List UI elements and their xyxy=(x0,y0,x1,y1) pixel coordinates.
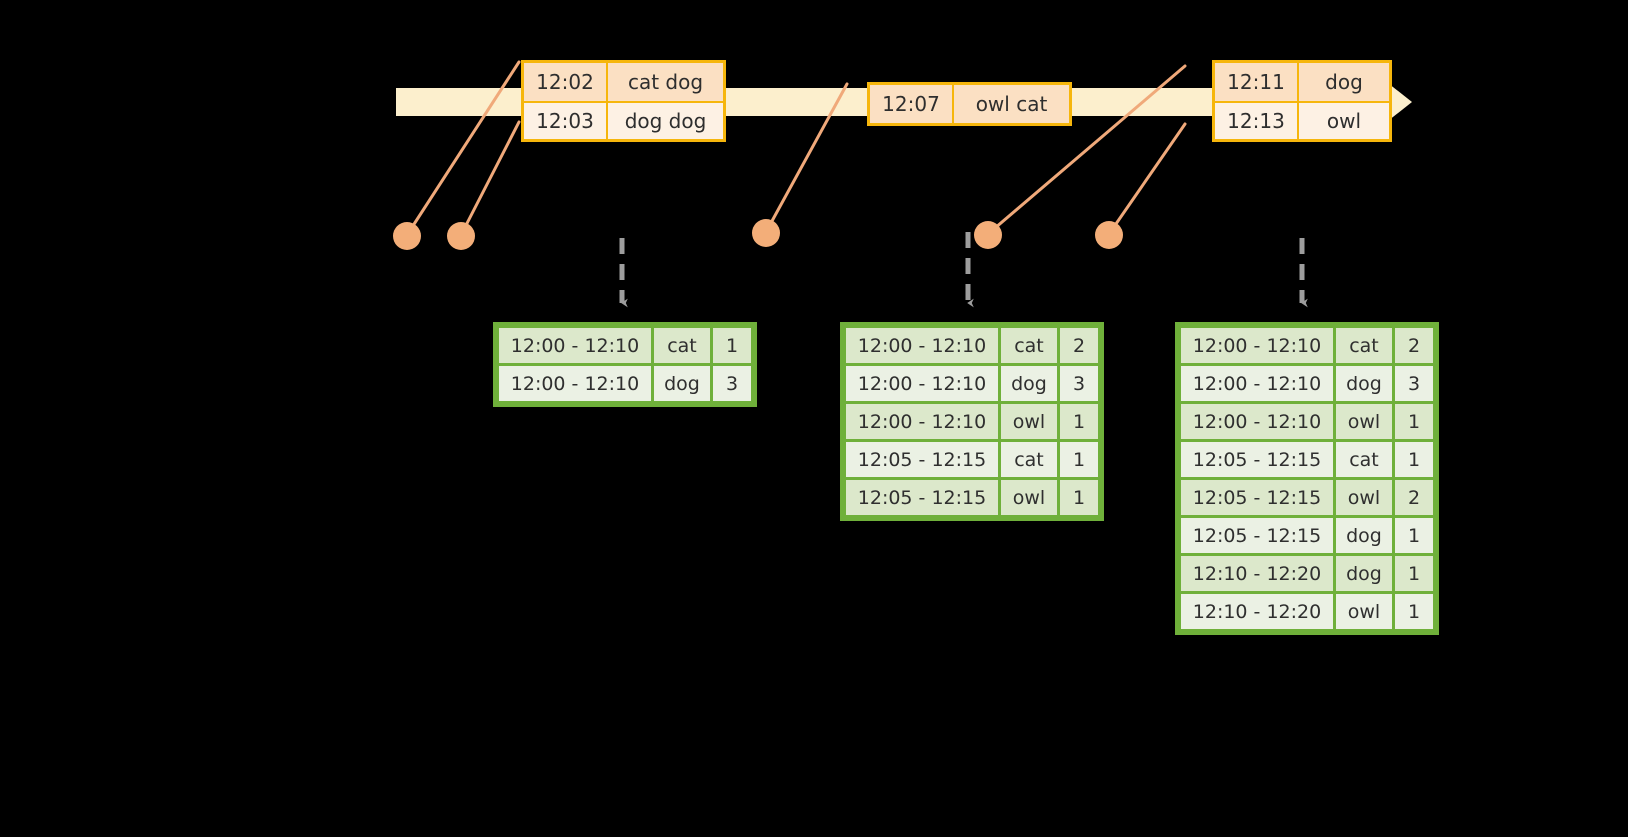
connector-line-3 xyxy=(764,82,849,234)
cell-count: 2 xyxy=(1395,328,1433,363)
event-row[interactable]: 12:11 dog xyxy=(1215,63,1389,101)
cell-key: dog xyxy=(654,366,710,401)
cell-key: owl xyxy=(1336,480,1392,515)
cell-window: 12:00 - 12:10 xyxy=(1181,404,1333,439)
cell-count: 2 xyxy=(1395,480,1433,515)
cell-window: 12:00 - 12:10 xyxy=(499,366,651,401)
table-row[interactable]: 12:00 - 12:10 cat 1 xyxy=(499,328,751,363)
event-dot-4 xyxy=(974,221,1002,249)
cell-count: 1 xyxy=(713,328,751,363)
cell-count: 1 xyxy=(1395,518,1433,553)
event-dot-2 xyxy=(447,222,475,250)
event-dots xyxy=(393,219,1123,250)
result-table-2[interactable]: 12:00 - 12:10 cat 2 12:00 - 12:10 dog 3 … xyxy=(840,322,1104,521)
event-dot-1 xyxy=(393,222,421,250)
table-row[interactable]: 12:00 - 12:10 owl 1 xyxy=(846,404,1098,439)
event-payload: dog xyxy=(1325,70,1363,94)
cell-key: dog xyxy=(1336,366,1392,401)
event-row[interactable]: 12:13 owl xyxy=(1215,101,1389,139)
event-row[interactable]: 12:03 dog dog xyxy=(524,101,723,139)
event-row[interactable]: 12:07 owl cat xyxy=(870,85,1069,123)
cell-window: 12:05 - 12:15 xyxy=(1181,442,1333,477)
result-table-3[interactable]: 12:00 - 12:10 cat 2 12:00 - 12:10 dog 3 … xyxy=(1175,322,1439,635)
cell-count: 1 xyxy=(1060,404,1098,439)
event-time: 12:13 xyxy=(1215,103,1299,139)
table-row[interactable]: 12:05 - 12:15 owl 2 xyxy=(1181,480,1433,515)
cell-window: 12:05 - 12:15 xyxy=(1181,518,1333,553)
cell-count: 2 xyxy=(1060,328,1098,363)
event-box-group-2[interactable]: 12:07 owl cat xyxy=(867,82,1072,126)
cell-key: cat xyxy=(1001,328,1057,363)
cell-window: 12:00 - 12:10 xyxy=(846,366,998,401)
cell-window: 12:05 - 12:15 xyxy=(1181,480,1333,515)
cell-count: 1 xyxy=(1395,556,1433,591)
cell-key: cat xyxy=(1336,442,1392,477)
event-time: 12:11 xyxy=(1215,63,1299,101)
event-time: 12:07 xyxy=(870,85,954,123)
event-payload: owl cat xyxy=(975,92,1048,116)
cell-count: 1 xyxy=(1395,594,1433,629)
event-payload: dog dog xyxy=(624,109,707,133)
cell-window: 12:05 - 12:15 xyxy=(846,480,998,515)
cell-key: owl xyxy=(1001,404,1057,439)
event-time: 12:02 xyxy=(524,63,608,101)
cell-key: cat xyxy=(1336,328,1392,363)
event-dot-5 xyxy=(1095,221,1123,249)
cell-window: 12:00 - 12:10 xyxy=(499,328,651,363)
table-row[interactable]: 12:00 - 12:10 dog 3 xyxy=(1181,366,1433,401)
connector-line-2 xyxy=(459,120,521,237)
connector-line-5 xyxy=(1107,122,1187,236)
cell-count: 3 xyxy=(1060,366,1098,401)
table-row[interactable]: 12:00 - 12:10 dog 3 xyxy=(846,366,1098,401)
cell-count: 3 xyxy=(713,366,751,401)
cell-key: dog xyxy=(1336,518,1392,553)
event-row[interactable]: 12:02 cat dog xyxy=(524,63,723,101)
cell-window: 12:00 - 12:10 xyxy=(846,328,998,363)
event-box-group-3[interactable]: 12:11 dog 12:13 owl xyxy=(1212,60,1392,142)
event-dot-3 xyxy=(752,219,780,247)
cell-count: 1 xyxy=(1060,480,1098,515)
cell-count: 1 xyxy=(1395,404,1433,439)
table-row[interactable]: 12:05 - 12:15 cat 1 xyxy=(1181,442,1433,477)
table-row[interactable]: 12:00 - 12:10 cat 2 xyxy=(846,328,1098,363)
cell-window: 12:05 - 12:15 xyxy=(846,442,998,477)
cell-window: 12:10 - 12:20 xyxy=(1181,556,1333,591)
cell-key: owl xyxy=(1001,480,1057,515)
cell-window: 12:00 - 12:10 xyxy=(846,404,998,439)
event-payload: cat dog xyxy=(627,70,704,94)
cell-key: owl xyxy=(1336,594,1392,629)
cell-window: 12:00 - 12:10 xyxy=(1181,328,1333,363)
table-row[interactable]: 12:00 - 12:10 owl 1 xyxy=(1181,404,1433,439)
cell-key: cat xyxy=(654,328,710,363)
cell-key: cat xyxy=(1001,442,1057,477)
cell-key: owl xyxy=(1336,404,1392,439)
event-box-group-1[interactable]: 12:02 cat dog 12:03 dog dog xyxy=(521,60,726,142)
emit-arrows xyxy=(619,232,1308,308)
table-row[interactable]: 12:00 - 12:10 cat 2 xyxy=(1181,328,1433,363)
table-row[interactable]: 12:10 - 12:20 owl 1 xyxy=(1181,594,1433,629)
event-time: 12:03 xyxy=(524,103,608,139)
event-payload: owl xyxy=(1326,109,1362,133)
cell-count: 1 xyxy=(1395,442,1433,477)
cell-count: 1 xyxy=(1060,442,1098,477)
cell-window: 12:10 - 12:20 xyxy=(1181,594,1333,629)
cell-window: 12:00 - 12:10 xyxy=(1181,366,1333,401)
cell-count: 3 xyxy=(1395,366,1433,401)
cell-key: dog xyxy=(1336,556,1392,591)
table-row[interactable]: 12:05 - 12:15 dog 1 xyxy=(1181,518,1433,553)
table-row[interactable]: 12:05 - 12:15 cat 1 xyxy=(846,442,1098,477)
table-row[interactable]: 12:05 - 12:15 owl 1 xyxy=(846,480,1098,515)
table-row[interactable]: 12:10 - 12:20 dog 1 xyxy=(1181,556,1433,591)
connector-line-1 xyxy=(405,60,521,237)
table-row[interactable]: 12:00 - 12:10 dog 3 xyxy=(499,366,751,401)
result-table-1[interactable]: 12:00 - 12:10 cat 1 12:00 - 12:10 dog 3 xyxy=(493,322,757,407)
cell-key: dog xyxy=(1001,366,1057,401)
